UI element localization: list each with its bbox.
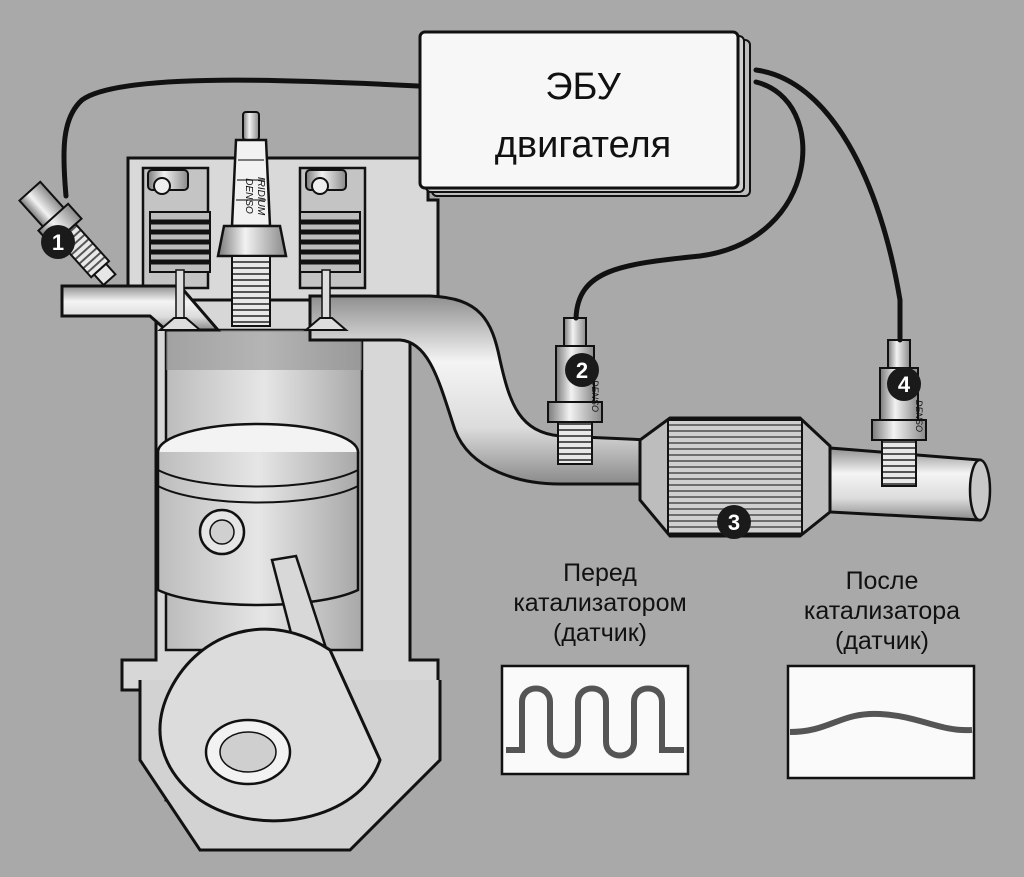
crankshaft <box>158 627 382 823</box>
wires <box>61 67 903 343</box>
wire-sensor-4 <box>753 67 903 343</box>
wire-sensor-2 <box>573 79 806 321</box>
graph-after-line1: После <box>845 567 919 595</box>
signal-after-catalyst <box>789 710 973 735</box>
marker-2: 2 <box>565 353 599 387</box>
marker-2-label: 2 <box>576 358 588 383</box>
sensor-4-brand: DENSO <box>914 400 924 432</box>
ecu-label-line1: ЭБУ <box>545 66 621 108</box>
marker-1-label: 1 <box>52 230 64 255</box>
marker-4: 4 <box>887 367 921 401</box>
marker-3-label: 3 <box>728 510 740 535</box>
wire-sensor-1 <box>61 77 421 199</box>
exhaust-valve <box>299 169 361 331</box>
ecu-box <box>418 30 751 197</box>
spark-plug-brand: DENSO <box>243 178 254 214</box>
graph-before-line2: катализатором <box>513 589 687 617</box>
spark-plug: DENSO IRIDIUM <box>216 111 288 327</box>
intake-valve <box>147 169 211 331</box>
ecu-label-line2: двигателя <box>494 124 672 166</box>
ecu-label: ЭБУ двигателя <box>424 58 742 174</box>
graph-before-line3: (датчик) <box>553 619 647 647</box>
marker-3: 3 <box>717 505 751 539</box>
graph-before-caption: Перед катализатором (датчик) <box>470 558 730 648</box>
sensor-2-brand: DENSO <box>590 380 600 412</box>
piston <box>156 422 360 607</box>
marker-1: 1 <box>41 225 75 259</box>
graph-before-line1: Перед <box>563 559 637 587</box>
graph-after-line2: катализатора <box>803 597 961 625</box>
graph-after-caption: После катализатора (датчик) <box>752 566 1012 656</box>
graph-after-line3: (датчик) <box>835 627 929 655</box>
marker-4-label: 4 <box>898 372 911 397</box>
graph-after-catalyst <box>786 664 976 780</box>
catalytic-converter <box>638 416 832 538</box>
signal-before-catalyst <box>506 685 684 759</box>
spark-plug-brand-sub: IRIDIUM <box>255 177 266 216</box>
graph-before-catalyst <box>500 664 690 776</box>
